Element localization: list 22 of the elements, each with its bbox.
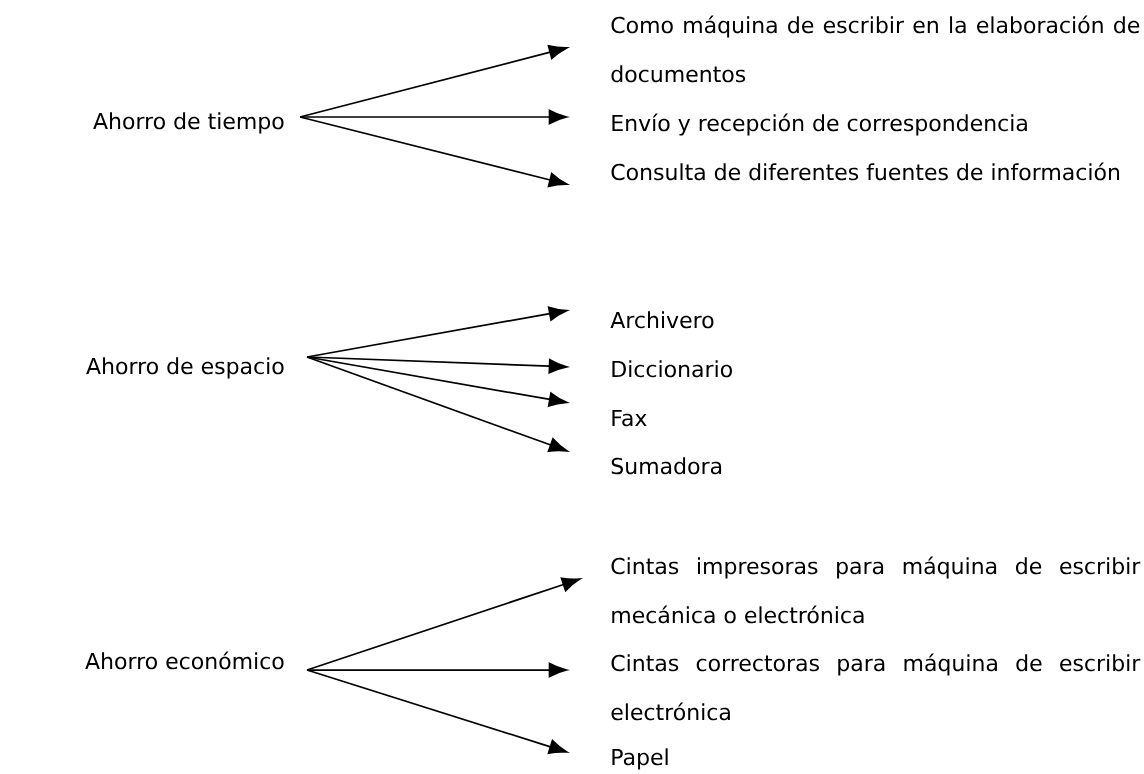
item-label: Sumadora (611, 457, 722, 475)
arrow (306, 669, 568, 754)
item-label: Fax (612, 409, 647, 427)
category-label: Ahorro de tiempo (93, 112, 284, 134)
category-label: Ahorro económico (85, 651, 284, 670)
arrow (306, 577, 581, 671)
item-label: Diccionario (612, 360, 732, 378)
item-label: Cintas impresoras para máquina de escribir mecánica o electrónica (611, 556, 1141, 624)
item-label: Consulta de diferentes fuentes de información (611, 162, 1120, 181)
item-label: Papel (612, 748, 668, 770)
arrow (306, 356, 568, 407)
category-label: Ahorro de espacio (86, 357, 284, 379)
item-label: Archivero (610, 311, 714, 329)
arrow (306, 356, 568, 453)
item-label: Como máquina de escribir en la elaboración de documentos (611, 15, 1140, 83)
arrow (299, 45, 568, 118)
arrow (306, 356, 568, 374)
arrow (306, 662, 568, 678)
arrow (299, 116, 568, 188)
item-label: Cintas correctoras para máquina de escribir electrónica (611, 653, 1141, 721)
arrow (299, 109, 568, 125)
item-label: Envío y recepción de correspondencia (612, 113, 1027, 136)
